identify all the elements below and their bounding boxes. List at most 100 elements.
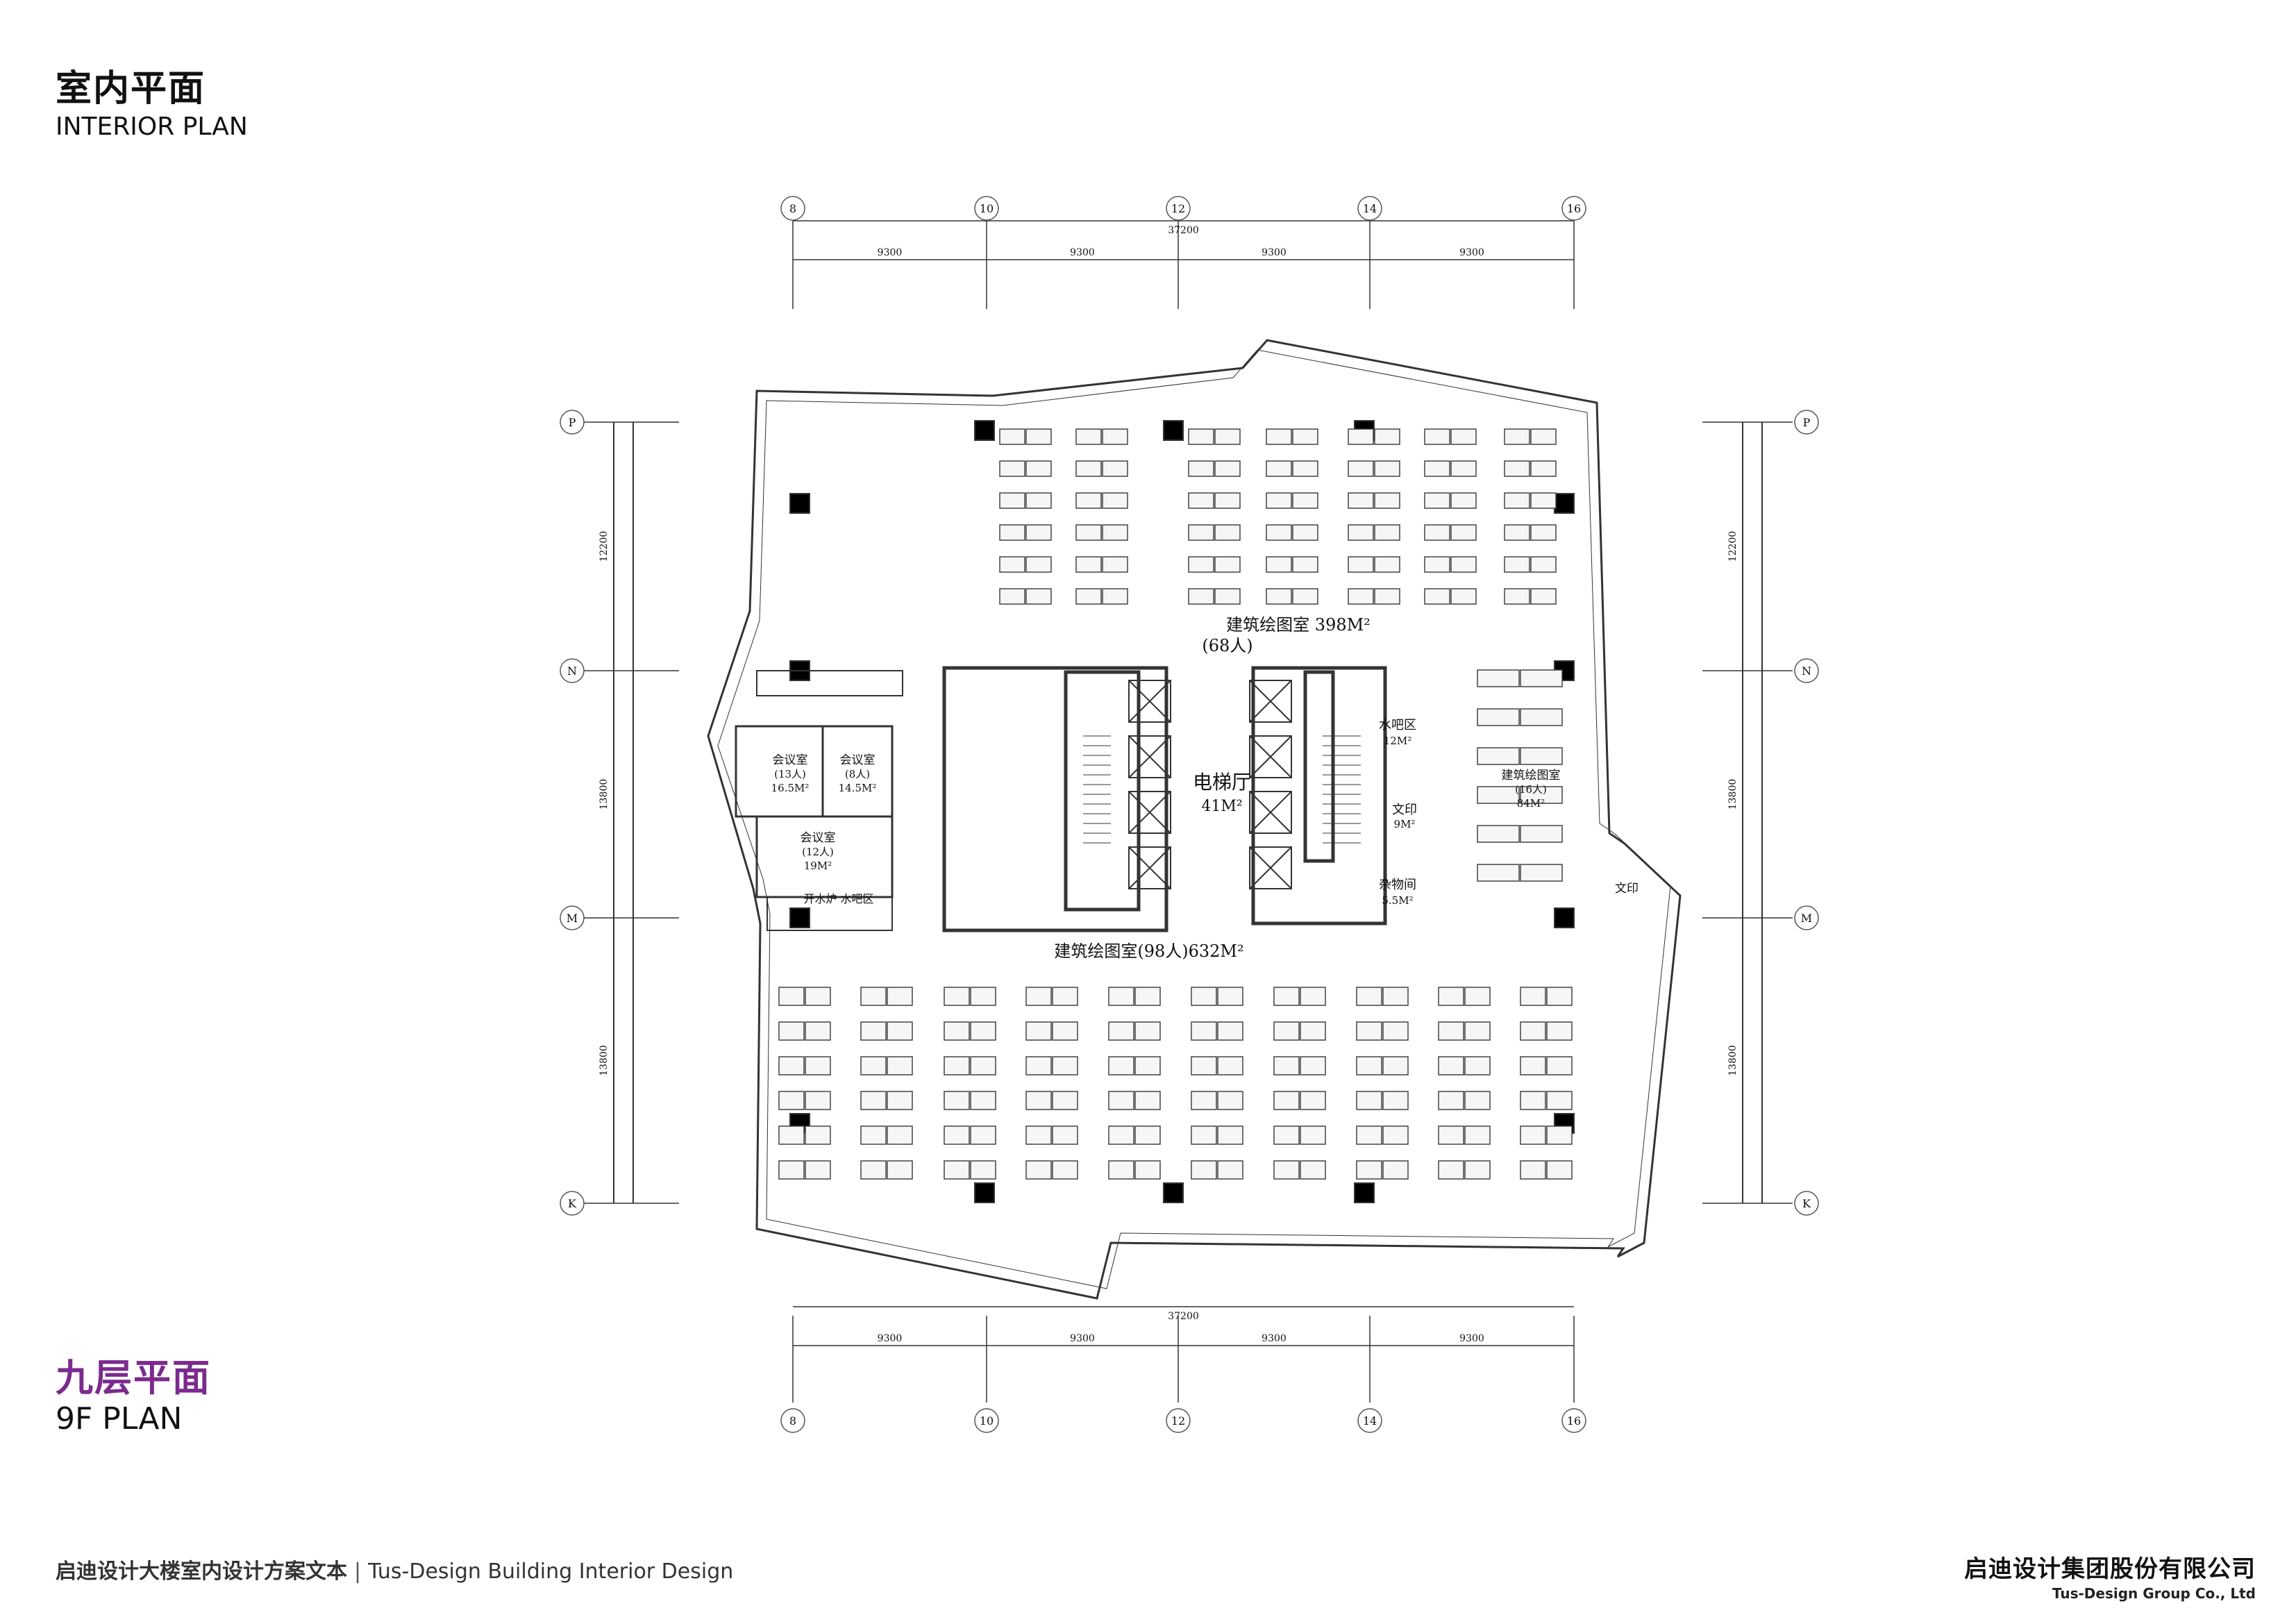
room-label-east-studio-count: (16人) (1515, 783, 1547, 796)
workstation-desk (970, 1091, 996, 1110)
workstation-desk (1382, 1125, 1409, 1145)
workstation-desk (999, 428, 1025, 445)
workstation-desk (1356, 1091, 1382, 1110)
workstation-desk (1520, 1091, 1546, 1110)
workstation-desk (1530, 460, 1557, 477)
workstation-desk (887, 1091, 913, 1110)
building-outline-inner (717, 349, 1671, 1289)
workstation-desk (1134, 1021, 1161, 1041)
workstation-desk (1075, 524, 1102, 541)
workstation-desk (1273, 1125, 1300, 1145)
workstation-desk (1450, 588, 1477, 605)
workstation-desk (1025, 1056, 1052, 1075)
workstation-desk (860, 1125, 887, 1145)
grid-bubble (560, 658, 585, 683)
company-name-cn: 启迪设计集团股份有限公司 (1964, 1555, 2256, 1583)
elevator-shaft (1128, 791, 1171, 834)
workstation-desk (887, 1125, 913, 1145)
room-label-water-bar-east: 水吧区 (1379, 718, 1416, 733)
workstation-desk (1266, 428, 1292, 445)
workstation-desk (1266, 460, 1292, 477)
dimension-bay-bottom: 9300 (1262, 1333, 1287, 1344)
workstation-desk (1530, 428, 1557, 445)
workstation-desk (1477, 864, 1520, 882)
workstation-desk (1134, 1091, 1161, 1110)
workstation-desk (944, 1160, 970, 1180)
workstation-desk (1520, 669, 1563, 687)
workstation-desk (944, 1021, 970, 1041)
room-label-print-east: 文印 (1615, 882, 1639, 896)
room-label-east-studio-area: 84M² (1517, 797, 1545, 810)
workstation-desk (1300, 1091, 1326, 1110)
workstation-desk (1273, 1091, 1300, 1110)
dimension-bay-top: 9300 (1262, 247, 1287, 258)
elevator-shaft (1249, 735, 1292, 778)
elevator-shaft (1249, 791, 1292, 834)
workstation-desk (1188, 428, 1214, 445)
workstation-desk (1504, 556, 1530, 573)
grid-bubble-label: 16 (1567, 202, 1581, 215)
company-logo: 启迪设计集团股份有限公司 Tus-Design Group Co., Ltd (1964, 1550, 2256, 1602)
elevator-shaft (1128, 846, 1171, 889)
building-outline (707, 339, 1682, 1300)
room-label-storage-area: 5.5M² (1382, 894, 1413, 907)
workstation-desk (1273, 1056, 1300, 1075)
room-label-meeting-c: 会议室 (801, 831, 836, 845)
workstation-desk (1520, 825, 1563, 843)
grid-bubble-label: 8 (789, 1414, 796, 1428)
workstation-desk (1464, 1160, 1491, 1180)
workstation-desk (944, 987, 970, 1006)
workstation-desk (1424, 524, 1450, 541)
company-name-en: Tus-Design Group Co., Ltd (2052, 1585, 2256, 1602)
workstation-desk (1025, 1021, 1052, 1041)
workstation-desk (1520, 786, 1563, 804)
workstation-desk (860, 1056, 887, 1075)
structural-column (789, 493, 810, 514)
workstation-desk (1424, 428, 1450, 445)
grid-bubble (1561, 196, 1586, 221)
elevator-shaft (1128, 846, 1171, 889)
grid-bubble (1357, 1408, 1382, 1433)
workstation-desk (1266, 588, 1292, 605)
workstation-desk (1424, 492, 1450, 509)
page-title-en: INTERIOR PLAN (56, 112, 248, 142)
workstation-desk (1300, 1056, 1326, 1075)
workstation-desk (1292, 492, 1318, 509)
workstation-desk (970, 1160, 996, 1180)
room-label-meeting-b: 会议室 (840, 753, 875, 767)
workstation-desk (1134, 1056, 1161, 1075)
workstation-desk (1075, 460, 1102, 477)
grid-bubble (1166, 1408, 1191, 1433)
footer-document-title: 启迪设计大楼室内设计方案文本|Tus-Design Building Inter… (56, 1554, 733, 1584)
core-wall (1251, 666, 1387, 926)
structural-column (974, 420, 995, 441)
dimension-bay-top: 9300 (1459, 247, 1484, 258)
room-label-water-bar-west: 开水炉 水吧区 (803, 892, 873, 905)
workstation-desk (1025, 1091, 1052, 1110)
workstation-desk (805, 1091, 831, 1110)
workstation-desk (805, 987, 831, 1006)
grid-bubble-label: 12 (1171, 202, 1185, 215)
workstation-desk (1075, 556, 1102, 573)
room-label-south-studio: 建筑绘图室(98人)632M² (1054, 941, 1243, 961)
workstation-desk (1356, 1160, 1382, 1180)
workstation-desk (778, 1125, 805, 1145)
workstation-desk (1102, 556, 1128, 573)
workstation-desk (1382, 1160, 1409, 1180)
workstation-desk (970, 1125, 996, 1145)
workstation-desk (1217, 987, 1243, 1006)
workstation-desk (1273, 987, 1300, 1006)
workstation-desk (1424, 556, 1450, 573)
workstation-desk (1273, 1021, 1300, 1041)
workstation-desk (1438, 1091, 1464, 1110)
workstation-desk (1025, 524, 1052, 541)
grid-bubble-label: 10 (980, 1414, 994, 1428)
workstation-desk (1546, 1056, 1573, 1075)
room-label-meeting-b-area: 14.5M² (839, 782, 877, 794)
workstation-desk (944, 1091, 970, 1110)
workstation-desk (1292, 460, 1318, 477)
workstation-desk (1025, 1125, 1052, 1145)
workstation-desk (1374, 588, 1400, 605)
workstation-desk (1438, 1160, 1464, 1180)
dimension-bay-bottom: 9300 (1459, 1333, 1484, 1344)
